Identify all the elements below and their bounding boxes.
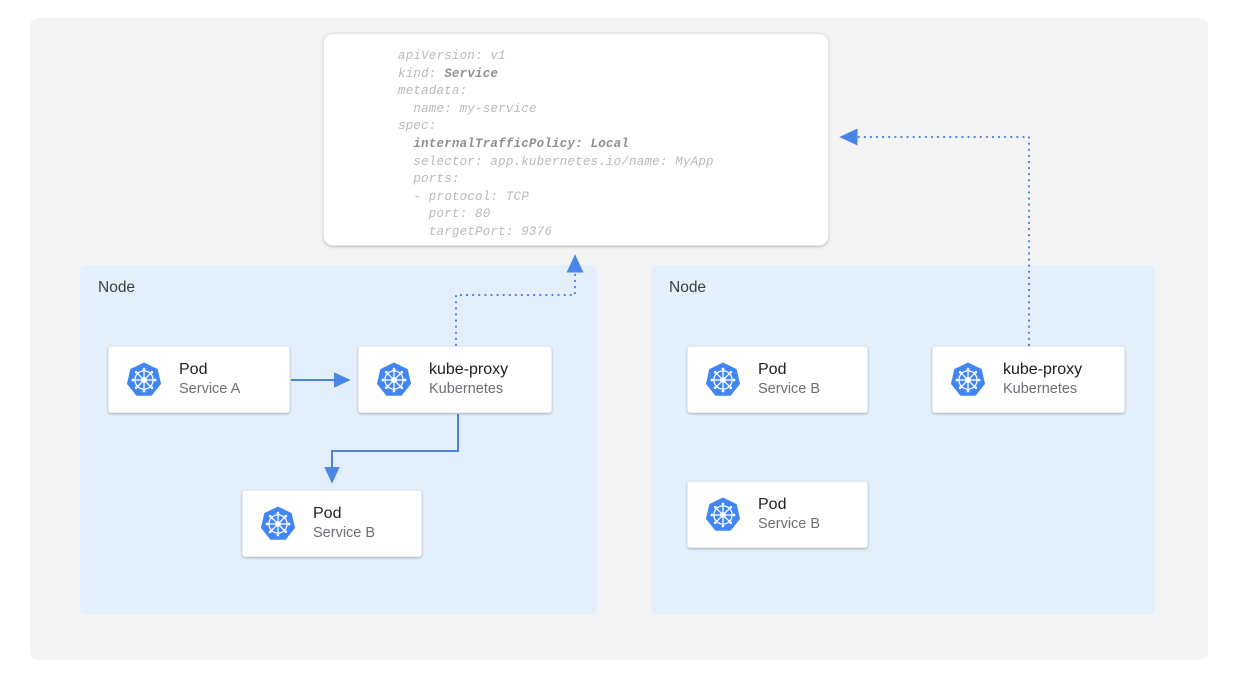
card-pod-service-b-right-top[interactable]: Pod Service B [687,346,868,413]
card-subtitle: Kubernetes [1003,381,1078,397]
manifest-line: port: 80 [398,207,491,222]
card-text: kube-proxy Kubernetes [429,360,508,399]
kubernetes-icon [125,361,163,399]
kubernetes-icon [259,505,297,543]
card-pod-service-b-right-bottom[interactable]: Pod Service B [687,481,868,548]
card-text: Pod Service B [758,360,820,399]
manifest-line: spec: [398,119,437,134]
node-label-right: Node [669,279,707,296]
node-panel-right: Node [651,265,1155,615]
manifest-code-block: apiVersion: v1 kind: Service metadata: nam… [398,48,714,242]
manifest-line: internalTrafficPolicy: Local [398,136,630,151]
card-title: Pod [313,505,342,522]
kubernetes-icon [704,361,742,399]
manifest-line: metadata: [398,84,468,99]
manifest-line: apiVersion: v1 [398,49,506,63]
card-title: Pod [179,361,208,378]
manifest-line: name: my-service [398,101,537,116]
manifest-line: selector: app.kubernetes.io/name: MyApp [398,154,714,169]
card-title: kube-proxy [1003,361,1083,378]
card-subtitle: Service B [758,516,821,532]
kubernetes-icon [704,496,742,534]
card-subtitle: Service A [179,381,241,397]
manifest-line: ports: [398,172,460,187]
card-text: Pod Service B [758,495,820,534]
card-subtitle: Service B [313,525,376,541]
node-panel-left: Node [80,265,597,615]
card-kube-proxy-left[interactable]: kube-proxy Kubernetes [358,346,552,413]
service-manifest-card: apiVersion: v1 kind: Service metadata: nam… [323,33,829,246]
card-kube-proxy-right[interactable]: kube-proxy Kubernetes [932,346,1125,413]
card-text: Pod Service A [179,360,240,399]
manifest-line: kind: Service [398,66,499,81]
card-pod-service-a[interactable]: Pod Service A [108,346,290,413]
card-title: Pod [758,496,787,513]
manifest-line: targetPort: 9376 [398,224,553,239]
node-label-left: Node [98,279,136,296]
card-text: kube-proxy Kubernetes [1003,360,1082,399]
card-title: kube-proxy [429,361,509,378]
card-subtitle: Service B [758,381,821,397]
card-text: Pod Service B [313,504,375,543]
card-pod-service-b-left[interactable]: Pod Service B [242,490,422,557]
card-title: Pod [758,361,787,378]
kubernetes-icon [375,361,413,399]
kubernetes-icon [949,361,987,399]
card-subtitle: Kubernetes [429,381,504,397]
manifest-line: - protocol: TCP [398,189,529,204]
